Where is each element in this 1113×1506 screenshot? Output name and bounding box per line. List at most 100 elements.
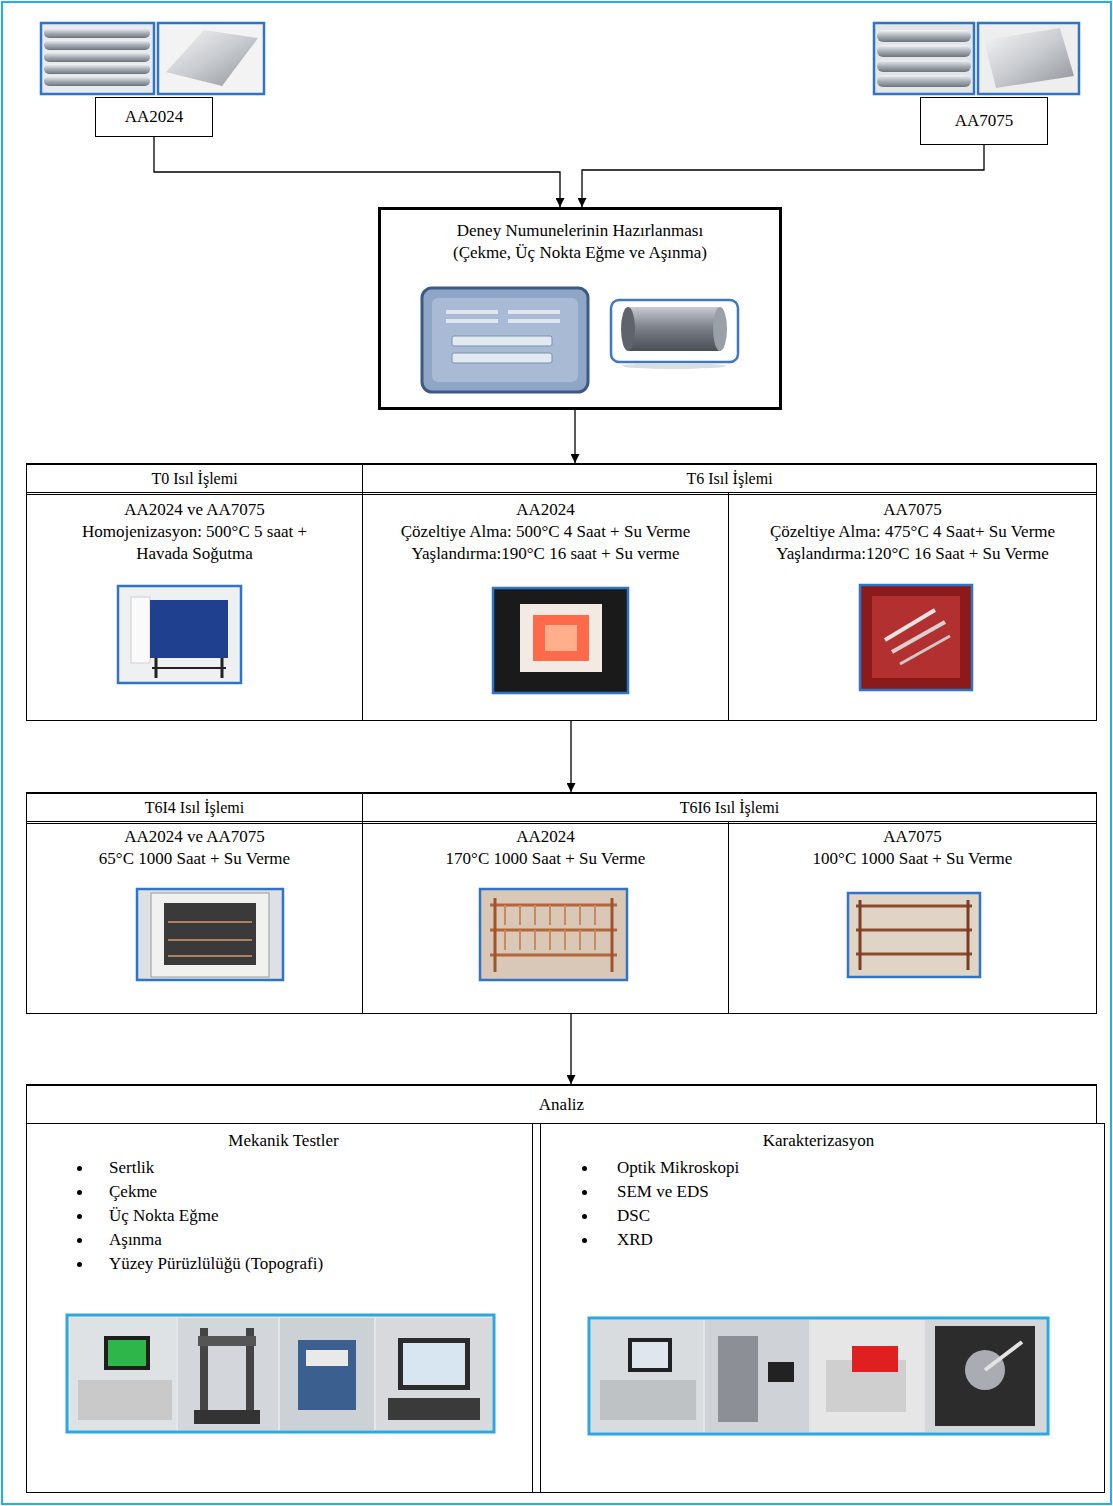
tensile-base (194, 1410, 260, 1424)
bench (78, 1380, 172, 1420)
list-item: Yüzey Pürüzlülüğü (Topografi) (27, 1252, 540, 1276)
box-label: Analiz (539, 1094, 584, 1116)
wear-specimen (626, 307, 722, 351)
box-label: AA7075 (955, 110, 1014, 132)
photo-ground (590, 1319, 1047, 1433)
sem-column (718, 1336, 758, 1422)
rack-bar (856, 905, 972, 908)
photo-ground (137, 889, 283, 980)
box-label: T0 Isıl İşlemi (151, 468, 237, 490)
furnace-glow (533, 615, 589, 661)
flow-arrow (574, 410, 575, 463)
furnace-body (150, 600, 228, 658)
bar-stock (44, 28, 150, 38)
furnace-panel (131, 597, 150, 663)
rack-bar (856, 953, 972, 956)
bullet-dot (77, 1214, 82, 1219)
box-label: AA2024 (125, 106, 184, 128)
table-cell: AA2024Çözeltiye Alma: 500°C 4 Saat + Su … (362, 492, 729, 721)
specimen-plate (422, 288, 588, 392)
rack-post (967, 900, 970, 970)
wear-tester-panel (306, 1350, 348, 1366)
table-header: T6 Isıl İşlemi (362, 463, 1097, 495)
table-header: Analiz (26, 1084, 1097, 1124)
cell-text: 100°C 1000 Saat + Su Verme (735, 848, 1090, 870)
list-item: DSC (533, 1204, 1104, 1228)
cell-heading: AA2024 ve AA7075 (33, 499, 356, 521)
xrd-photo (925, 1320, 1046, 1432)
xrd-cabinet (935, 1326, 1035, 1426)
flow-arrow (570, 721, 571, 792)
photo-ground (118, 586, 241, 683)
photo-ground (493, 588, 628, 693)
box-label: T6I4 Isıl İşlemi (145, 797, 245, 819)
dsc-photo (811, 1320, 923, 1432)
photo-frame (860, 585, 972, 690)
bath (872, 596, 960, 678)
table-header: T6I4 Isıl İşlemi (26, 792, 363, 824)
material-box: AA7075 (920, 97, 1048, 145)
tensile-machine-photo (178, 1318, 278, 1430)
cell-text: (Çekme, Üç Nokta Eğme ve Aşınma) (387, 242, 773, 264)
cell-heading: AA2024 (369, 499, 722, 521)
bench (600, 1380, 696, 1420)
photo-ground (68, 1316, 494, 1432)
cell-text: Çözeltiye Alma: 500°C 4 Saat + Su Verme (369, 521, 722, 543)
monitor-screen (403, 1343, 465, 1385)
bullet-dot (77, 1166, 82, 1171)
photo-frame (978, 23, 1079, 94)
table-header: T0 Isıl İşlemi (26, 463, 363, 495)
sem-photo (705, 1320, 809, 1432)
bar-stock (877, 30, 971, 42)
cell-heading: Deney Numunelerinin Hazırlanması (387, 220, 773, 242)
photo-ground (848, 893, 980, 977)
list-text: Çekme (109, 1182, 157, 1201)
table-cell: AA7075Çözeltiye Alma: 475°C 4 Saat+ Su V… (728, 492, 1097, 721)
list-item: XRD (533, 1228, 1104, 1252)
list-item: Aşınma (27, 1228, 540, 1252)
list-text: Sertlik (109, 1158, 154, 1177)
bar-stock (877, 45, 971, 57)
bending-specimen (452, 336, 552, 346)
rack-bar (490, 954, 617, 957)
bar-stock (44, 76, 150, 86)
specimen-in-bath (900, 636, 950, 664)
rack-bar (490, 929, 617, 932)
bar-stock (877, 75, 971, 87)
photo-frame (874, 23, 974, 94)
photo-ground (874, 23, 974, 94)
tensile-specimen (508, 319, 560, 323)
wear-specimen-end (713, 307, 727, 351)
oven-shelf (168, 939, 252, 941)
list-text: XRD (617, 1230, 653, 1249)
photo-ground (978, 23, 1079, 94)
cell-text: Çözeltiye Alma: 475°C 4 Saat+ Su Verme (735, 521, 1090, 543)
monitor-screen (108, 1340, 146, 1366)
list-text: Yüzey Pürüzlülüğü (Topografi) (109, 1254, 323, 1273)
bullet-dot (77, 1238, 82, 1243)
list-text: Üç Nokta Eğme (109, 1206, 219, 1225)
list-item: Üç Nokta Eğme (27, 1204, 540, 1228)
cell-heading: AA7075 (735, 499, 1090, 521)
monitor (104, 1336, 150, 1370)
rack-post (859, 900, 862, 970)
wear-tester-photo (280, 1318, 374, 1430)
bullet-dot (582, 1190, 587, 1195)
wear-tester (298, 1340, 356, 1410)
photo-frame (158, 23, 264, 94)
rack-bar (856, 929, 972, 932)
bullet-dot (582, 1238, 587, 1243)
plate-stock (166, 30, 258, 86)
cell-text: 65°C 1000 Saat + Su Verme (33, 848, 356, 870)
table-cell: Mekanik TestlerSertlikÇekmeÜç Nokta Eğme… (26, 1123, 541, 1493)
monitor (628, 1338, 672, 1372)
list-item: Optik Mikroskopi (533, 1156, 1104, 1180)
bar-stock (44, 64, 150, 74)
specimen-in-bath (885, 610, 935, 640)
rack-post (611, 898, 614, 972)
cell-text: 170°C 1000 Saat + Su Verme (369, 848, 722, 870)
list-item: SEM ve EDS (533, 1180, 1104, 1204)
oven-shelf (168, 921, 252, 923)
tensile-specimen (508, 310, 560, 314)
box-label: T6 Isıl İşlemi (686, 468, 772, 490)
